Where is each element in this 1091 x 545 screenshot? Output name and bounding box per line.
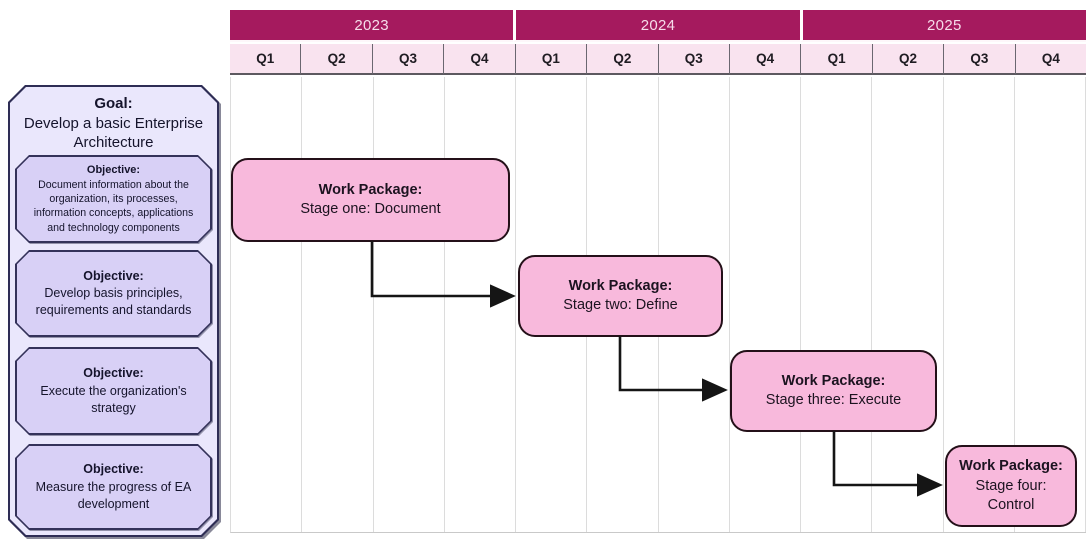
grid-column [302,77,374,532]
work-package-stage-four: Work Package: Stage four: Control [945,445,1077,527]
quarter-cell: Q2 [586,44,658,75]
quarter-cell: Q3 [371,44,444,75]
work-package-subtitle: Stage one: Document [300,201,441,218]
grid-column [659,77,730,532]
objective-text: Develop basis principles, requirements a… [35,286,192,318]
objective-box-content: Objective: Develop basis principles, req… [17,252,211,336]
work-package-subtitle: Stage four: Control [975,477,1047,514]
goal-panel: Goal: Develop a basic Enterprise Archite… [8,85,219,537]
quarter-cell: Q1 [514,44,587,75]
objective-box-2: Objective: Develop basis principles, req… [15,250,212,337]
work-package-subtitle: Stage two: Define [563,297,678,314]
grid-column [231,77,303,532]
quarter-cell: Q4 [1014,44,1087,75]
objective-title: Objective: [83,268,144,283]
goal-title: Goal: [94,95,133,112]
grid-column [801,77,873,532]
work-package-title: Work Package: [959,458,1063,475]
work-package-stage-one: Work Package: Stage one: Document [231,158,510,242]
objective-text: Document information about the organizat… [33,179,194,234]
objective-box-3: Objective: Execute the organization's st… [15,347,212,435]
quarter-cell: Q2 [300,44,372,75]
work-package-title: Work Package: [781,373,886,390]
quarter-header-row: Q1 Q2 Q3 Q4 Q1 Q2 Q3 Q4 Q1 Q2 Q3 Q4 [230,44,1087,75]
objective-box-1: Objective: Document information about th… [15,155,212,243]
objective-text: Execute the organization's strategy [40,383,187,415]
objective-box-content: Objective: Document information about th… [17,157,211,242]
year-cell-2024: 2024 [513,10,800,42]
quarter-cell: Q4 [728,44,801,75]
work-package-stage-two: Work Package: Stage two: Define [518,255,723,337]
objective-title: Objective: [86,164,141,177]
work-package-subtitle: Stage three: Execute [765,392,902,409]
grid-column [872,77,944,532]
quarter-cell: Q4 [443,44,515,75]
grid-column [730,77,801,532]
objective-text: Measure the progress of EA development [35,479,192,511]
grid-column [944,77,1015,532]
grid-column [445,77,516,532]
quarter-cell: Q3 [657,44,729,75]
goal-block: Goal: Develop a basic Enterprise Archite… [14,94,213,153]
work-package-title: Work Package: [568,278,673,295]
objective-title: Objective: [83,462,144,477]
objective-box-content: Objective: Measure the progress of EA de… [17,446,211,529]
work-package-title: Work Package: [318,182,423,199]
quarter-cell: Q1 [800,44,872,75]
objective-box-4: Objective: Measure the progress of EA de… [15,444,212,530]
quarter-cell: Q2 [871,44,944,75]
work-package-stage-three: Work Package: Stage three: Execute [730,350,937,432]
goal-text: Develop a basic Enterprise Architecture [23,114,204,152]
objective-title: Objective: [83,366,144,381]
year-header-row: 2023 2024 2025 [230,10,1086,42]
quarter-cell: Q3 [943,44,1015,75]
grid-column [374,77,445,532]
year-cell-2023: 2023 [230,10,514,42]
objective-box-content: Objective: Execute the organization's st… [17,349,211,434]
year-cell-2025: 2025 [799,10,1086,42]
quarter-cell: Q1 [230,44,301,75]
grid-column [1015,77,1086,532]
